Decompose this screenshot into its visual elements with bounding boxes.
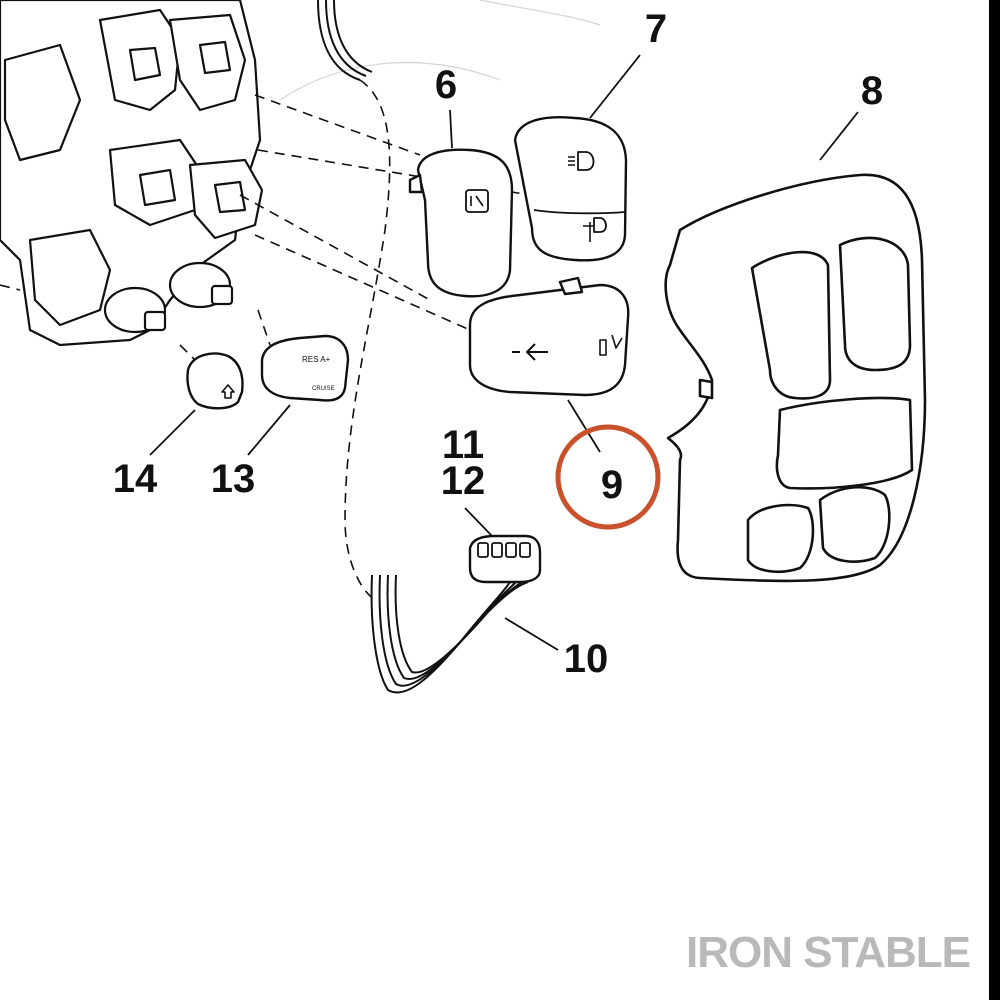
callout-leaders — [149, 54, 859, 651]
part-11-12-connector — [468, 534, 542, 584]
part-10-wire-lead — [370, 574, 529, 694]
callout-10: 10 — [564, 637, 609, 681]
callout-9: 9 — [601, 463, 623, 507]
part-9-turn-signal-button — [468, 276, 630, 397]
cruise-label: CRUISE — [312, 386, 335, 392]
right-border — [989, 0, 1000, 1000]
callout-13: 13 — [211, 457, 256, 501]
watermark-text: IRON STABLE — [686, 928, 971, 977]
part-13-cruise-button: RES A+ CRUISE — [260, 334, 350, 402]
part-7-button — [513, 116, 628, 262]
part-8-switch-housing — [664, 173, 927, 583]
switch-housing-assembly — [0, 0, 264, 347]
callout-11: 11 — [442, 423, 484, 467]
highlight-circle — [555, 424, 661, 530]
part-14-knob — [186, 352, 244, 410]
wire-harness-top — [317, 0, 373, 81]
part-6-button — [408, 148, 514, 298]
callout-6: 6 — [435, 63, 457, 107]
callout-8: 8 — [861, 69, 883, 113]
callout-12: 12 — [441, 459, 486, 503]
callout-14: 14 — [113, 457, 158, 501]
callout-7: 7 — [645, 7, 667, 51]
cruise-res-label: RES A+ — [302, 355, 331, 364]
